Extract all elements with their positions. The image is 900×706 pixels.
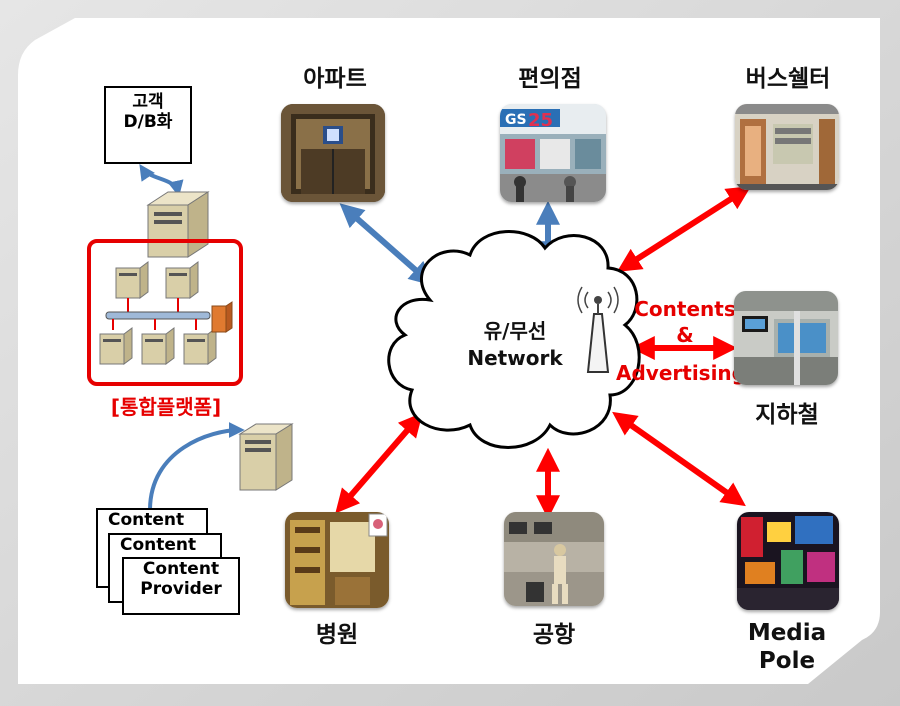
server-icon-1	[115, 261, 149, 299]
ampersand-label: &	[676, 323, 694, 347]
hospital-image	[285, 512, 389, 608]
arrow-hospital	[335, 412, 423, 514]
apartment-label: 아파트	[303, 66, 367, 92]
convenience-store-image: GS 25	[500, 104, 606, 202]
arrow-apartment	[339, 203, 434, 286]
customer-db-box: 고객 D/B화	[104, 86, 192, 164]
subway-label: 지하철	[755, 402, 819, 428]
content-provider-line1: Content	[142, 559, 220, 579]
svg-text:25: 25	[528, 110, 553, 131]
arrow-media-pole	[612, 411, 746, 507]
convenience-store-label: 편의점	[518, 66, 582, 92]
content-server-icon	[238, 423, 294, 491]
arrow-bus-shelter	[616, 186, 752, 272]
server-icon-4	[141, 327, 175, 365]
content-card-2-label: Content	[120, 535, 197, 555]
main-server-icon	[146, 191, 210, 258]
content-provider-line2: Provider	[140, 579, 222, 600]
customer-db-line1: 고객	[132, 92, 164, 112]
media-pole-image	[737, 512, 839, 610]
platform-border	[87, 239, 243, 386]
antenna-icon	[577, 286, 619, 373]
network-bus	[105, 311, 211, 320]
svg-text:GS: GS	[505, 112, 527, 128]
server-icon-3	[99, 327, 133, 365]
customer-db-line2: D/B화	[123, 112, 173, 133]
arrow-customer-db	[139, 164, 184, 197]
firewall-icon	[211, 301, 233, 333]
content-card-1-label: Content	[108, 510, 185, 530]
media-pole-label-line2: Pole	[758, 648, 816, 674]
server-icon-5	[183, 327, 217, 365]
bus-shelter-image	[735, 104, 839, 190]
network-label-line1: 유/무선	[483, 319, 547, 343]
media-pole-label-line1: Media	[747, 620, 827, 646]
airport-image	[504, 512, 604, 606]
contents-label: Contents	[634, 297, 736, 321]
server-icon-2	[165, 261, 199, 299]
arrow-content-provider	[148, 422, 245, 511]
hospital-label: 병원	[315, 622, 359, 648]
content-provider-card: Content Provider	[122, 557, 240, 615]
advertising-label: Advertising	[616, 361, 746, 385]
platform-label: [통합플랫폼]	[110, 395, 222, 419]
subway-image	[734, 291, 838, 385]
airport-label: 공항	[532, 622, 576, 648]
bus-shelter-label: 버스쉘터	[745, 66, 831, 92]
apartment-image	[281, 104, 385, 202]
network-label-line2: Network	[467, 346, 563, 370]
